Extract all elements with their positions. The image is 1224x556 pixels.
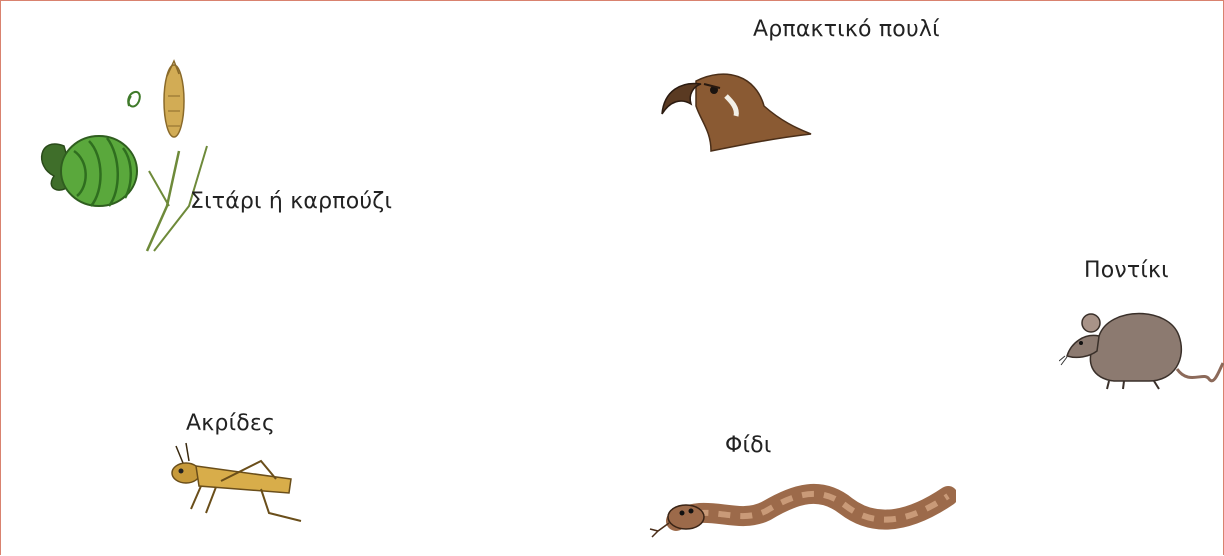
eagle-label: Αρπακτικό πουλί — [753, 17, 940, 42]
locust-label: Ακρίδες — [186, 411, 275, 436]
wheat-watermelon-icon — [29, 56, 219, 256]
mouse-icon — [1059, 301, 1224, 391]
bird-of-prey-icon — [656, 66, 816, 156]
snake-icon — [636, 471, 956, 556]
snake-label: Φίδι — [725, 433, 771, 458]
plant-label: Σιτάρι ή καρπούζι — [190, 189, 392, 214]
mouse-label: Ποντίκι — [1084, 258, 1169, 283]
grasshopper-icon — [161, 441, 309, 531]
